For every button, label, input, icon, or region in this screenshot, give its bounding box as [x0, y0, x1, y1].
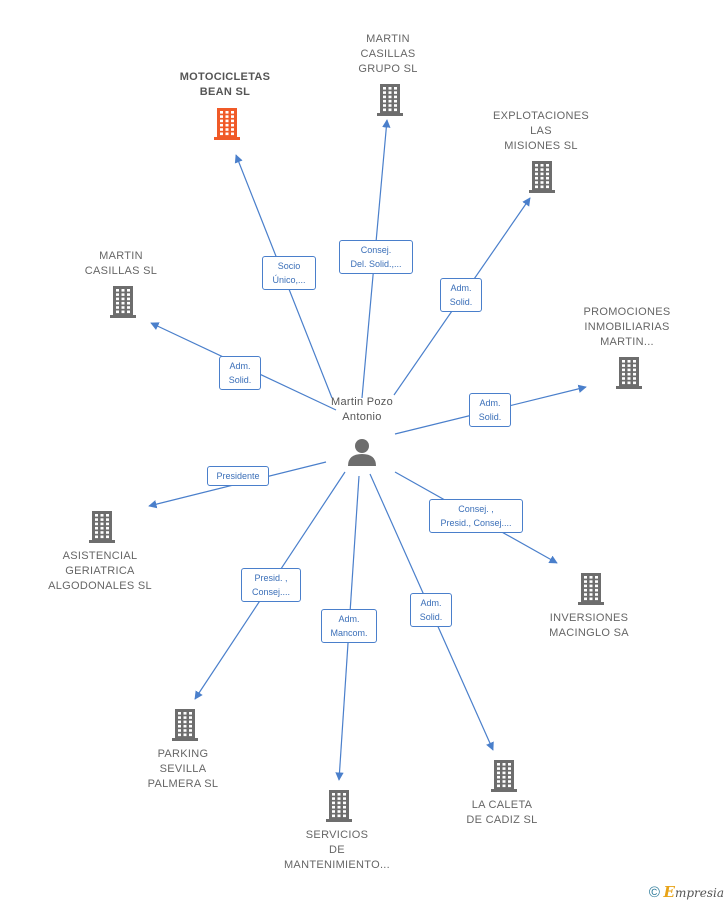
company-name-promociones[interactable]: PROMOCIONES INMOBILIARIAS MARTIN... — [583, 306, 671, 348]
company-name-casillas[interactable]: MARTIN CASILLAS SL — [84, 250, 158, 277]
relation-label-asistencial[interactable]: Presidente — [207, 466, 269, 486]
person-name[interactable]: Martin Pozo Antonio — [331, 396, 393, 423]
company-name-parking[interactable]: PARKING SEVILLA PALMERA SL — [147, 748, 219, 790]
company-name-caleta[interactable]: LA CALETA DE CADIZ SL — [466, 799, 538, 826]
building-icon-casillas[interactable] — [110, 286, 136, 318]
person-icon[interactable] — [348, 439, 376, 466]
company-name-servicios[interactable]: SERVICIOS DE MANTENIMIENTO... — [283, 829, 391, 871]
company-name-asistencial[interactable]: ASISTENCIAL GERIATRICA ALGODONALES SL — [48, 550, 152, 592]
relation-label-explotaciones[interactable]: Adm. Solid. — [440, 278, 482, 312]
relation-label-caleta[interactable]: Adm. Solid. — [410, 593, 452, 627]
company-name-motocicletas[interactable]: MOTOCICLETAS BEAN SL — [179, 71, 271, 98]
copyright-symbol: © — [648, 884, 660, 901]
relation-label-parking[interactable]: Presid. , Consej.... — [241, 568, 301, 602]
company-name-grupo[interactable]: MARTIN CASILLAS GRUPO SL — [358, 33, 418, 75]
building-icon-inversiones[interactable] — [578, 573, 604, 605]
relation-label-servicios[interactable]: Adm. Mancom. — [321, 609, 377, 643]
footer-brand: © Empresia — [649, 883, 724, 901]
company-name-inversiones[interactable]: INVERSIONES MACINGLO SA — [549, 612, 629, 639]
building-icon-motocicletas[interactable] — [214, 108, 240, 140]
relation-label-promociones[interactable]: Adm. Solid. — [469, 393, 511, 427]
building-icon-promociones[interactable] — [616, 357, 642, 389]
building-icon-parking[interactable] — [172, 709, 198, 741]
relation-label-motocicletas[interactable]: Socio Único,... — [262, 256, 316, 290]
company-name-explotaciones[interactable]: EXPLOTACIONES LAS MISIONES SL — [493, 110, 589, 152]
brand-logo: Empresia — [663, 883, 725, 901]
relation-label-grupo[interactable]: Consej. Del. Solid.,... — [339, 240, 413, 274]
relation-label-inversiones[interactable]: Consej. , Presid., Consej.... — [429, 499, 523, 533]
building-icon-explotaciones[interactable] — [529, 161, 555, 193]
building-icon-grupo[interactable] — [377, 84, 403, 116]
building-icon-servicios[interactable] — [326, 790, 352, 822]
building-icon-caleta[interactable] — [491, 760, 517, 792]
relation-label-casillas[interactable]: Adm. Solid. — [219, 356, 261, 390]
building-icon-asistencial[interactable] — [89, 511, 115, 543]
